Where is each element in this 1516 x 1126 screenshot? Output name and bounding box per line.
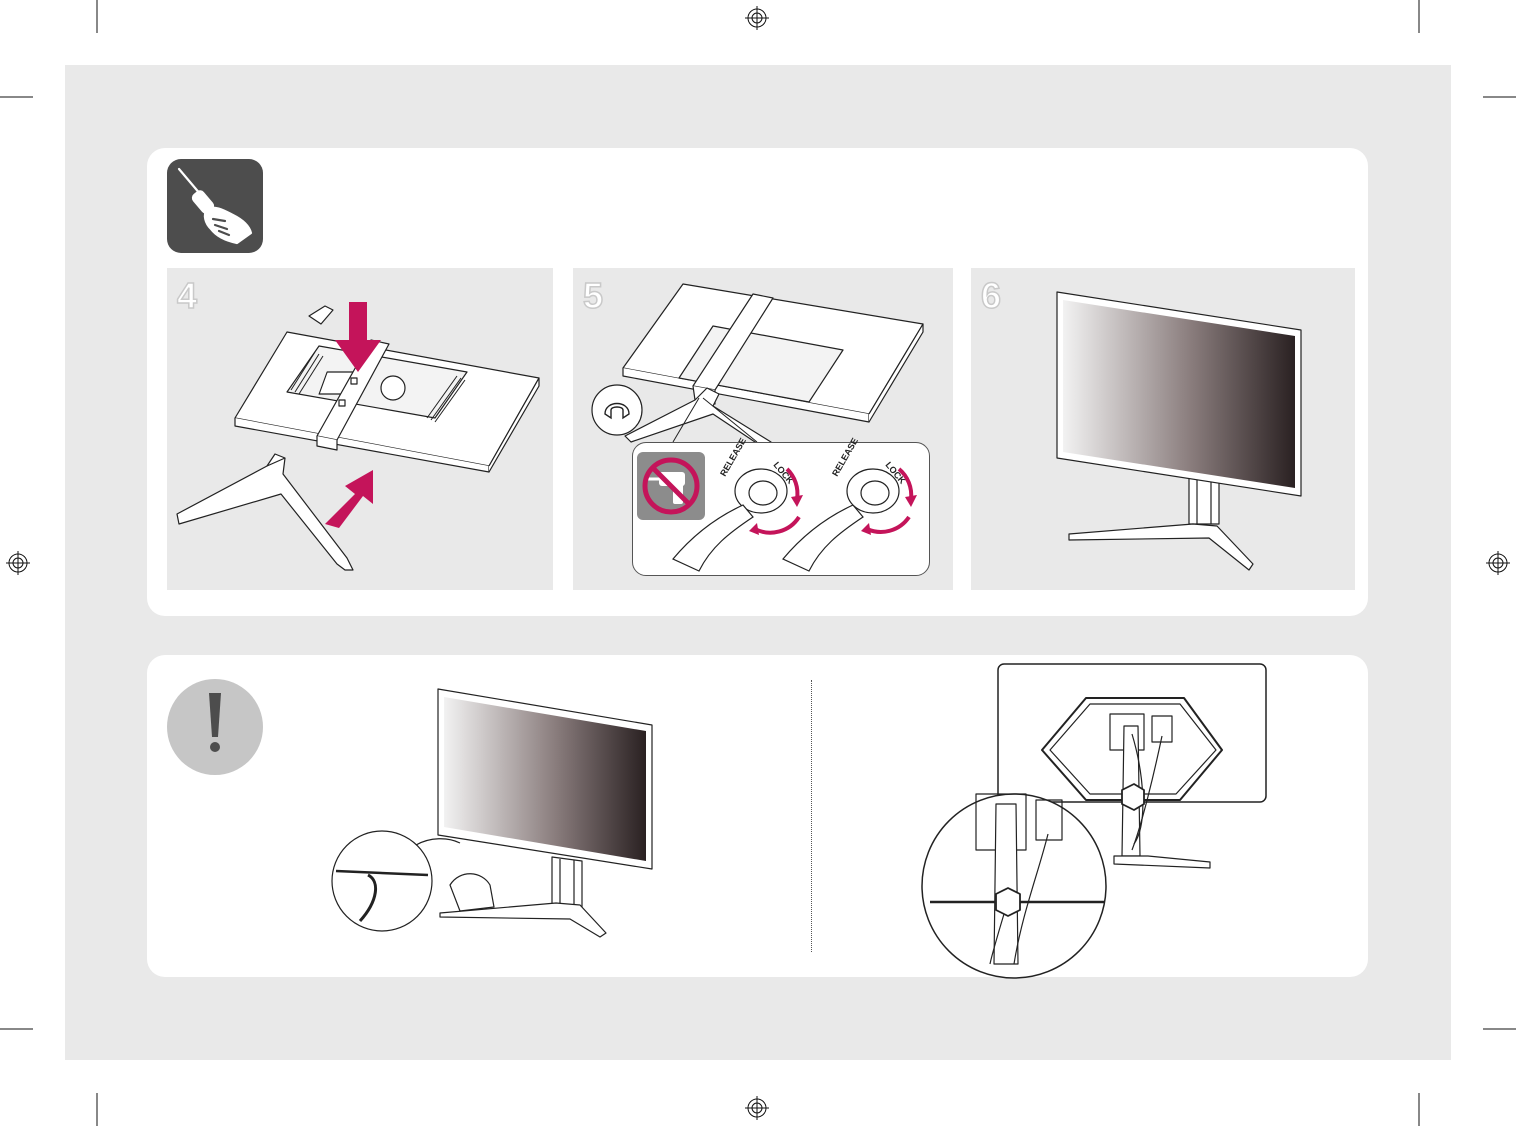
stand-attach-illustration xyxy=(167,268,553,590)
assembled-monitor-illustration xyxy=(971,268,1355,590)
step-5-panel: 5 xyxy=(573,268,953,590)
registration-mark-icon xyxy=(745,6,769,30)
step-4-panel: 4 xyxy=(167,268,553,590)
screwdriver-hand-icon xyxy=(167,159,263,253)
step-6-panel: 6 xyxy=(971,268,1355,590)
release-label-right: RELEASE xyxy=(830,436,860,478)
exclamation-icon xyxy=(167,679,263,775)
lock-detail-inset: RELEASE LOCK RELEASE LOCK xyxy=(632,442,930,576)
knob-rotation-illustration: RELEASE LOCK RELEASE LOCK xyxy=(633,443,929,575)
cable-front-illustration xyxy=(330,685,650,940)
section-divider xyxy=(811,680,812,952)
cable-rear-illustration xyxy=(918,664,1270,968)
release-label-left: RELEASE xyxy=(718,436,748,478)
